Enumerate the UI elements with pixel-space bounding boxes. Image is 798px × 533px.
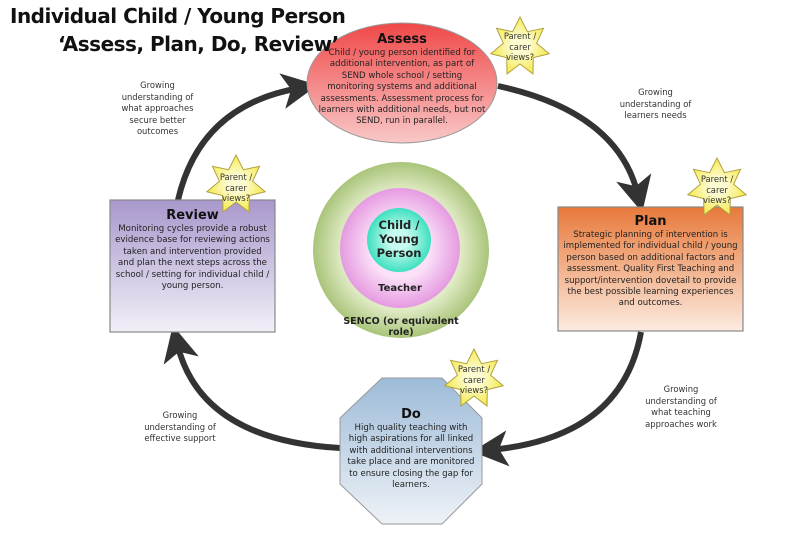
side-label-top-left: Growing understanding of what approaches… <box>121 80 194 136</box>
plan-heading: Plan <box>634 214 667 229</box>
assess-ellipse <box>306 22 498 144</box>
do-heading: Do <box>401 407 421 422</box>
parent-views-star-icon <box>686 156 748 217</box>
title-line-2: ‘Assess, Plan, Do, Review’ <box>58 32 339 56</box>
child-circle <box>367 208 431 272</box>
do-stage: Do High quality teaching with high aspir… <box>344 407 478 491</box>
side-label-bottom-right: Growing understanding of what teaching a… <box>645 384 717 429</box>
do-octagon <box>339 377 483 525</box>
center-child-label: Child / Young Person <box>376 218 422 260</box>
assess-stage: Assess Child / young person identified f… <box>318 32 486 128</box>
title-line-1: Individual Child / Young Person <box>10 4 346 28</box>
review-heading: Review <box>166 208 219 223</box>
review-text: Monitoring cycles provide a robust evide… <box>115 224 270 292</box>
review-box <box>109 199 276 333</box>
plan-box <box>557 206 744 332</box>
side-label-bottom-left: Growing understanding of effective suppo… <box>144 410 216 443</box>
arrow-plan-to-do <box>472 331 644 467</box>
arrow-assess-to-plan <box>497 83 652 213</box>
star-label-review: Parent / carer views? <box>219 172 253 203</box>
parent-views-star-icon <box>205 153 267 214</box>
parent-views-star-icon <box>443 347 505 408</box>
star-label-assess: Parent / carer views? <box>503 31 537 62</box>
plan-text: Strategic planning of intervention is im… <box>563 230 738 309</box>
center-teacher-label: Teacher <box>378 283 422 294</box>
side-label-top-right: Growing understanding of learners needs <box>619 87 692 120</box>
do-text: High quality teaching with high aspirati… <box>347 423 475 491</box>
star-label-do: Parent / carer views? <box>457 364 491 395</box>
assess-heading: Assess <box>377 32 427 47</box>
plan-stage: Plan Strategic planning of intervention … <box>563 214 738 310</box>
star-label-plan: Parent / carer views? <box>700 174 734 205</box>
parent-views-star-icon <box>489 15 551 76</box>
arrow-do-to-review <box>163 325 341 451</box>
assess-text: Child / young person identified for addi… <box>318 48 486 127</box>
center-senco-label: SENCO (or equivalent role) <box>343 316 459 338</box>
arrow-review-to-assess <box>175 73 318 201</box>
review-stage: Review Monitoring cycles provide a robus… <box>114 208 271 292</box>
